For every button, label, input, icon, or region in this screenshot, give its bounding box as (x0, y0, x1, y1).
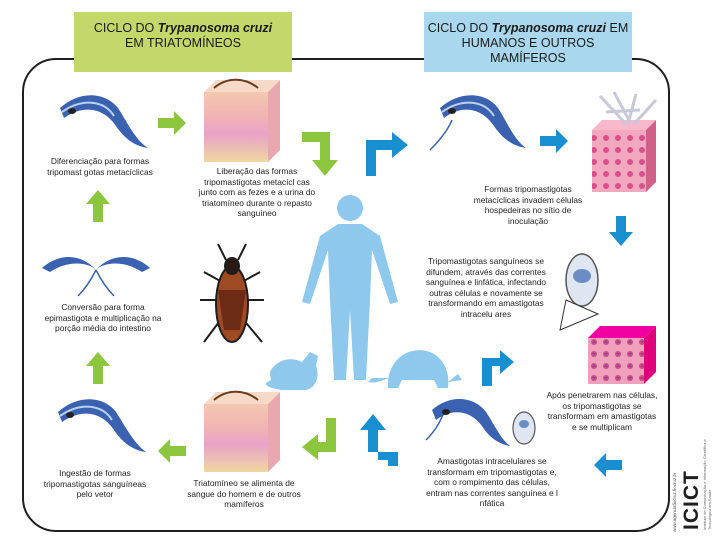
armadillo-silhouette-icon (368, 350, 462, 388)
amastigote-small-cell-icon (512, 411, 536, 445)
caption-apos-penetrarem: Após penetrarem nas células, os tripomas… (546, 390, 658, 432)
arrow-corner-up-right (482, 350, 514, 386)
skin-tissue-top-icon (204, 78, 280, 162)
header-right-species: Trypanosoma cruzi (491, 21, 607, 35)
header-triatomine-cycle: CICLO DO Trypanosoma cruzi EM TRIATOMÍNE… (74, 12, 292, 72)
arrow-right-2 (540, 129, 568, 153)
caption-conversao: Conversão para forma epimastigota e mult… (44, 302, 162, 333)
header-left-prefix: CICLO DO (93, 21, 158, 35)
arrow-corner-up (360, 414, 398, 466)
trypomastigote-release-icon (425, 398, 510, 446)
header-left-species: Trypanosoma cruzi (157, 21, 273, 35)
caption-diferenciacao: Diferenciação para formas tripomast gota… (47, 156, 153, 177)
triatomine-bug-icon (200, 243, 264, 343)
trypomastigote-metacyclic-icon (60, 95, 148, 148)
icict-fine-print: Instituto de Comunicação e Informação Ci… (702, 439, 712, 530)
arrow-down-1 (609, 216, 633, 246)
arrow-left-1 (158, 439, 186, 463)
epimastigote-dividing-icon (42, 256, 150, 297)
arrow-up-2 (86, 352, 110, 384)
arrow-corner-down (302, 132, 338, 176)
icict-logo-text: ICICT (680, 470, 703, 530)
caption-triatomineo-alimenta: Triatomíneo se alimenta de sangue do hom… (187, 478, 301, 509)
trypomastigote-inoculation-icon (429, 95, 526, 151)
caption-ingestao: Ingestão de formas tripomastigotas sangu… (43, 468, 147, 499)
image-credit: www.agenciafiocruz.fiocruz.br (672, 472, 677, 532)
skin-tissue-bottom-icon (204, 390, 280, 472)
caption-amastigotas: Amastigotas intracelulares se transforma… (426, 456, 558, 508)
arrow-up-1 (86, 190, 110, 222)
host-cell-block-bottom-icon (588, 326, 656, 384)
arrow-right-1 (158, 111, 186, 135)
caption-liberacao: Liberação das formas tripomastigotas met… (198, 166, 316, 218)
host-cell-block-top-icon (592, 91, 658, 192)
header-right-line2: HUMANOS E OUTROS MAMÍFEROS (461, 36, 595, 65)
arrow-corner-left (302, 418, 336, 460)
dog-silhouette-icon (266, 352, 318, 390)
header-left-line2: EM TRIATOMÍNEOS (125, 36, 241, 50)
icict-logo: ICICT Instituto de Comunicação e Informa… (672, 420, 716, 532)
amastigote-cell-icon (559, 253, 600, 331)
arrow-left-2 (594, 453, 622, 477)
header-human-cycle: CICLO DO Trypanosoma cruzi EM HUMANOS E … (424, 12, 632, 72)
human-silhouette-icon (302, 195, 398, 380)
caption-tripomastigotas-sanguineos: Tripomastigotas sanguíneos se difundem, … (425, 256, 547, 319)
caption-formas-metaciclicas: Formas tripomastigotas metacíclicas inva… (473, 184, 583, 226)
trypomastigote-blood-icon (58, 399, 146, 452)
header-right-prefix: CICLO DO (427, 21, 492, 35)
header-right-suffix: EM (606, 21, 629, 35)
arrow-corner-right (366, 132, 408, 176)
